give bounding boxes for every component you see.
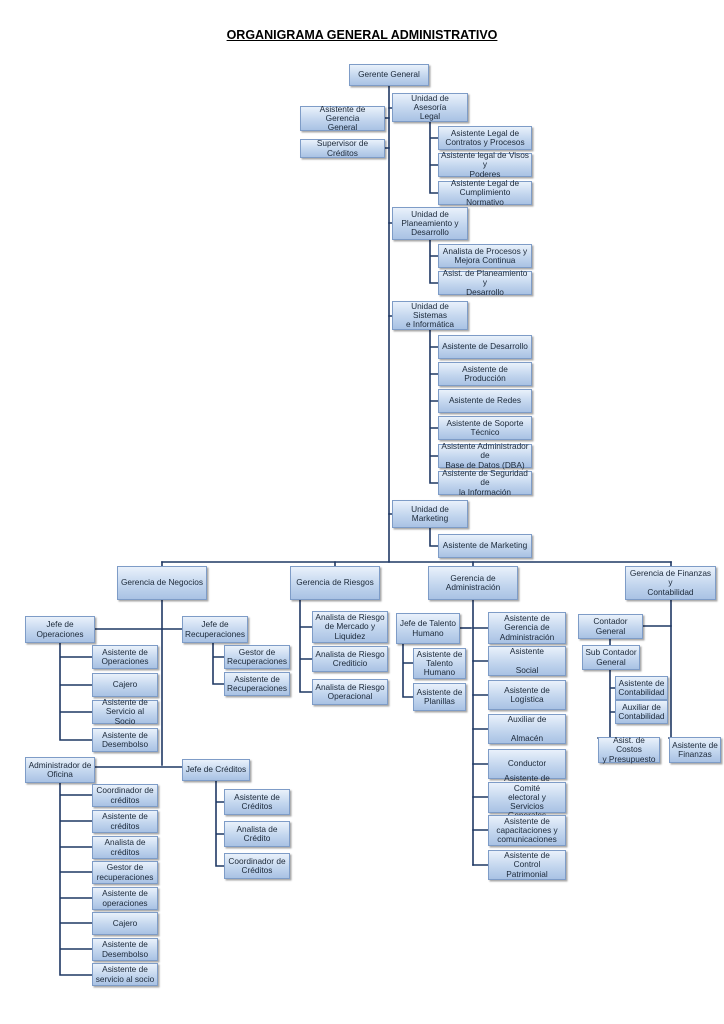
unidad-asesoria-legal[interactable]: Unidad de Asesoría Legal — [392, 93, 468, 122]
asistente-recuperaciones[interactable]: Asistente de Recuperaciones — [224, 672, 290, 696]
asistente-gerencia-general[interactable]: Asistente de Gerencia General — [300, 104, 385, 132]
gerencia-administracion[interactable]: Gerencia de Administración — [428, 566, 518, 600]
jefe-creditos[interactable]: Jefe de Créditos — [182, 759, 250, 781]
asistente-costos-presupuesto[interactable]: Asist. de Costos y Presupuesto — [598, 735, 660, 763]
analista-riesgo-mercado[interactable]: Analista de Riesgo de Mercado y Liquidez — [312, 611, 388, 643]
asistente-soporte[interactable]: Asistente de Soporte Técnico — [438, 416, 532, 440]
asistente-logistica[interactable]: Asistente de Logística — [488, 680, 566, 710]
asistente-produccion[interactable]: Asistente de Producción — [438, 362, 532, 386]
gestor-recuperaciones[interactable]: Gestor de Recuperaciones — [224, 645, 290, 669]
asistente-desarrollo[interactable]: Asistente de Desarrollo — [438, 335, 532, 359]
oficina-gestor-recuperaciones[interactable]: Gestor de recuperaciones — [92, 861, 158, 884]
asistente-planillas[interactable]: Asistente de Planillas — [413, 683, 466, 711]
oficina-cajero[interactable]: Cajero — [92, 912, 158, 935]
analista-riesgo-operacional[interactable]: Analista de Riesgo Operacional — [312, 679, 388, 705]
asistente-legal-contratos[interactable]: Asistente Legal de Contratos y Procesos — [438, 126, 532, 150]
chart-title: ORGANIGRAMA GENERAL ADMINISTRATIVO — [226, 28, 498, 42]
asistente-dba[interactable]: Asistente Administrador de Base de Datos… — [438, 441, 532, 469]
analista-riesgo-crediticio[interactable]: Analista de Riesgo Crediticio — [312, 646, 388, 672]
oficina-asistente-operaciones[interactable]: Asistente de operaciones — [92, 887, 158, 910]
oficina-coordinador-creditos[interactable]: Coordinador de créditos — [92, 784, 158, 807]
asistente-legal-cumplimiento[interactable]: Asistente Legal de Cumplimiento Normativ… — [438, 178, 532, 206]
contador-general[interactable]: Contador General — [578, 614, 643, 639]
unidad-sistemas[interactable]: Unidad de Sistemas e Informática — [392, 301, 468, 330]
oficina-analista-creditos[interactable]: Analista de créditos — [92, 836, 158, 859]
asistente-redes[interactable]: Asistente de Redes — [438, 389, 532, 413]
gerencia-riesgos[interactable]: Gerencia de Riesgos — [290, 566, 380, 600]
auxiliar-contabilidad[interactable]: Auxiliar de Contabilidad — [615, 700, 668, 724]
asistente-servicio-socio[interactable]: Asistente de Servicio al Socio — [92, 697, 158, 725]
gerencia-finanzas[interactable]: Gerencia de Finanzas y Contabilidad — [625, 566, 716, 600]
jc-analista-credito[interactable]: Analista de Crédito — [224, 821, 290, 847]
asistente-social[interactable]: Asistente Social — [488, 646, 566, 676]
asistente-operaciones[interactable]: Asistente de Operaciones — [92, 645, 158, 669]
jefe-recuperaciones[interactable]: Jefe de Recuperaciones — [182, 616, 248, 643]
administrador-oficina[interactable]: Administrador de Oficina — [25, 757, 95, 783]
asistente-finanzas[interactable]: Asistente de Finanzas — [669, 737, 721, 763]
asist-planeamiento[interactable]: Asist. de Planeamiento y Desarrollo — [438, 268, 532, 296]
oficina-asistente-desembolso[interactable]: Asistente de Desembolso — [92, 938, 158, 961]
oficina-asistente-servicio-socio[interactable]: Asistente de servicio al socio — [92, 963, 158, 986]
conductor[interactable]: Conductor — [488, 749, 566, 779]
cajero[interactable]: Cajero — [92, 673, 158, 697]
asistente-contabilidad[interactable]: Asistente de Contabilidad — [615, 676, 668, 700]
jefe-talento-humano[interactable]: Jefe de Talento Humano — [396, 613, 460, 644]
asistente-capacitaciones[interactable]: Asistente de capacitaciones y comunicaci… — [488, 815, 566, 846]
gerente-general[interactable]: Gerente General — [349, 64, 429, 86]
asistente-marketing[interactable]: Asistente de Marketing — [438, 534, 532, 558]
oficina-asistente-creditos[interactable]: Asistente de créditos — [92, 810, 158, 833]
asistente-seguridad[interactable]: Asistente de Seguridad de la Información — [438, 468, 532, 496]
asistente-gerencia-administracion[interactable]: Asistente de Gerencia de Administración — [488, 612, 566, 644]
asistente-desembolso[interactable]: Asistente de Desembolso — [92, 728, 158, 752]
sub-contador-general[interactable]: Sub Contador General — [582, 645, 640, 670]
jc-coordinador-creditos[interactable]: Coordinador de Créditos — [224, 853, 290, 879]
unidad-marketing[interactable]: Unidad de Marketing — [392, 500, 468, 528]
supervisor-creditos[interactable]: Supervisor de Créditos — [300, 139, 385, 158]
asistente-control-patrimonial[interactable]: Asistente de Control Patrimonial — [488, 850, 566, 880]
jefe-operaciones[interactable]: Jefe de Operaciones — [25, 616, 95, 643]
auxiliar-almacen[interactable]: Auxiliar de Almacén — [488, 714, 566, 744]
unidad-planeamiento[interactable]: Unidad de Planeamiento y Desarrollo — [392, 207, 468, 240]
analista-procesos[interactable]: Analista de Procesos y Mejora Continua — [438, 244, 532, 268]
gerencia-negocios[interactable]: Gerencia de Negocios — [117, 566, 207, 600]
asistente-comite-electoral[interactable]: Asistente de Comité electoral y Servicio… — [488, 774, 566, 820]
asistente-talento-humano[interactable]: Asistente de Talento Humano — [413, 648, 466, 679]
jc-asistente-creditos[interactable]: Asistente de Créditos — [224, 789, 290, 815]
asistente-legal-visos[interactable]: Asistente legal de Visos y Poderes — [438, 150, 532, 178]
